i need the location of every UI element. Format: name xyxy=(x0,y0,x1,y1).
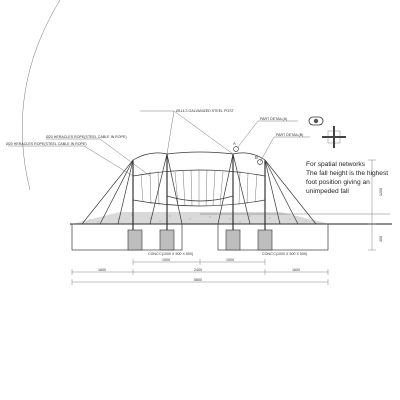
note-line-2: The fall height is the highest xyxy=(306,170,388,177)
footing-left-outer xyxy=(127,229,143,251)
dim-center: 2400 xyxy=(194,268,202,272)
dim-left: 1600 xyxy=(98,268,106,272)
part-detail-b-icon xyxy=(322,126,346,148)
site-boundary-arc xyxy=(22,0,61,191)
note-line-4: unimpeded fall xyxy=(306,188,349,195)
dim-height-lower: 300 xyxy=(379,236,383,242)
fall-height-note: For spatial networks The fall height is … xyxy=(306,161,388,195)
label-part-detail-b: PART DETAIL(B) xyxy=(276,133,303,137)
vertical-dimension xyxy=(368,159,376,251)
gravel-fill-left xyxy=(72,212,200,224)
detail-marker-b: B xyxy=(255,155,263,165)
top-net xyxy=(132,151,266,207)
label-post: Ø114.3 GALVANIZED STEEL POST xyxy=(176,109,235,113)
label-cable-2: Ø20 HERACLES ROPE(STEEL CABLE IN ROPE) xyxy=(6,142,87,146)
note-line-1: For spatial networks xyxy=(306,161,366,168)
label-concrete-left: CONC'C(1000 X 500 X 500) xyxy=(148,252,193,256)
bridge-deck xyxy=(166,195,234,202)
detail-marker-a: A xyxy=(233,141,239,152)
marker-a-text: A xyxy=(233,141,236,146)
horizontal-dimensions xyxy=(71,259,329,285)
slab-right xyxy=(217,223,329,251)
dim-right: 1600 xyxy=(292,268,300,272)
dim-total: 5600 xyxy=(194,278,202,282)
label-part-detail-a: PART DETAIL(A) xyxy=(260,117,287,121)
footing-right-outer xyxy=(257,229,273,251)
footing-left-inner xyxy=(159,229,175,251)
marker-b-text: B xyxy=(255,155,258,160)
central-net xyxy=(140,169,258,207)
leader-lines xyxy=(8,110,310,177)
label-cable-1: Ø20 HERACLES ROPE(STEEL CABLE IN ROPE) xyxy=(46,135,127,139)
part-detail-a-icon xyxy=(308,116,324,126)
footing-right-inner xyxy=(225,229,241,251)
dim-inner-right: 1000 xyxy=(226,258,234,262)
slab-left xyxy=(71,223,183,251)
note-line-3: foot position giving an xyxy=(306,179,370,186)
dim-inner-left: 1000 xyxy=(162,258,170,262)
gravel-dots xyxy=(89,214,307,223)
dim-height-upper: 1200 xyxy=(379,188,383,196)
label-concrete-right: CONC'C(1000 X 500 X 500) xyxy=(262,252,307,256)
